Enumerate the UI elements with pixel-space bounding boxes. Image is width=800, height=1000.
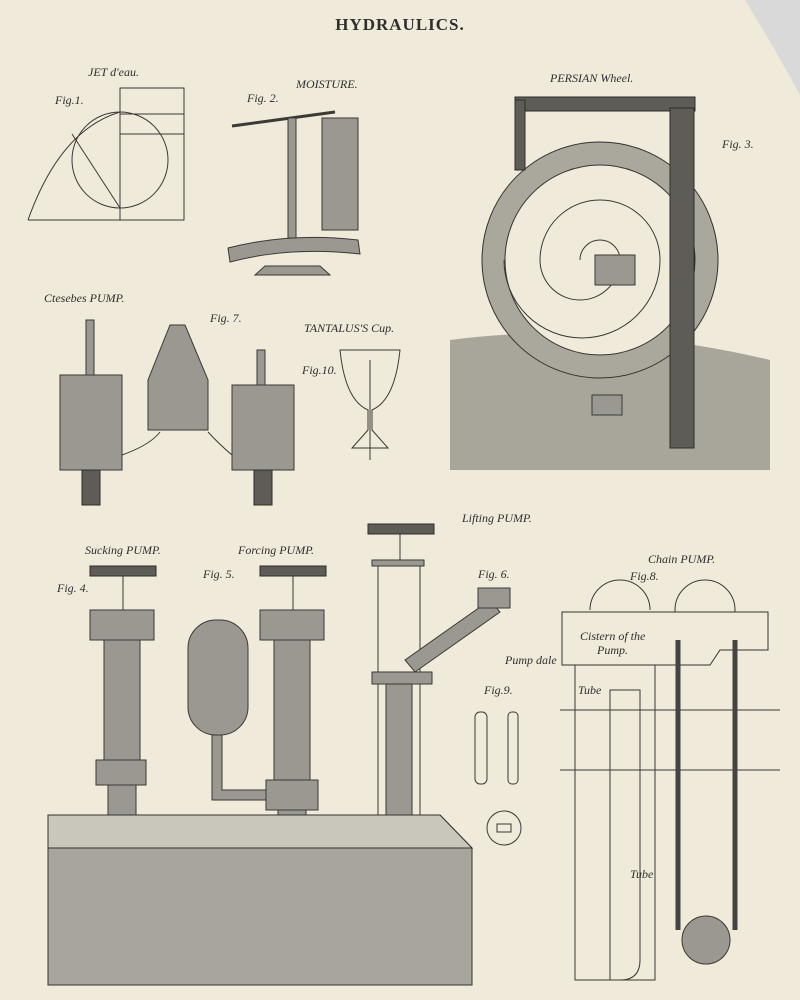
moisture-fig-label: Fig. 2. (246, 91, 279, 105)
tantalus-title: TANTALUS'S Cup. (304, 321, 394, 335)
forcing-title: Forcing PUMP. (237, 543, 314, 557)
lifting-fig-label: Fig. 6. (477, 567, 510, 581)
fig-forcing-pump: Forcing PUMP. Fig. 5. (187, 543, 327, 856)
chain-title: Chain PUMP. (648, 552, 715, 566)
fig-sucking-pump: Sucking PUMP. Fig. 4. (56, 543, 161, 856)
pump-dale-label: Pump dale (504, 653, 557, 667)
fig-ctesebes-pump: Ctesebes PUMP. Fig. 7. (44, 291, 295, 506)
tube-label-bottom: Tube (630, 867, 654, 881)
lifting-title: Lifting PUMP. (461, 511, 532, 525)
tube-label-top: Tube (578, 683, 602, 697)
chain-fig-label: Fig.8. (629, 569, 659, 583)
persian-fig-label: Fig. 3. (721, 137, 754, 151)
cistern-label: Cistern of the (580, 629, 646, 643)
jet-title: JET d'eau. (88, 65, 139, 79)
sucking-fig-label: Fig. 4. (56, 581, 89, 595)
jet-fig-label: Fig.1. (54, 93, 84, 107)
forcing-fig-label: Fig. 5. (202, 567, 235, 581)
plate-title: HYDRAULICS. (335, 15, 465, 34)
ctesebes-title: Ctesebes PUMP. (44, 291, 124, 305)
tantalus-fig-label: Fig.10. (301, 363, 337, 377)
fig9-label: Fig.9. (483, 683, 513, 697)
cistern-label-2: Pump. (596, 643, 628, 657)
persian-title: PERSIAN Wheel. (549, 71, 633, 85)
fig-chain-pump: Chain PUMP. Fig.8. Pump dale Cistern of … (504, 552, 780, 981)
ctesebes-fig-label: Fig. 7. (209, 311, 242, 325)
fig-persian-wheel: PERSIAN Wheel. Fig. 3. (450, 71, 770, 470)
page-curl (745, 0, 800, 95)
fig-tantalus-cup: TANTALUS'S Cup. Fig.10. (301, 321, 401, 460)
moisture-title: MOISTURE. (295, 77, 358, 91)
fig-lifting-pump: Lifting PUMP. Fig. 6. (367, 511, 532, 861)
cistern (47, 814, 474, 986)
fig-moisture: MOISTURE. Fig. 2. (227, 77, 361, 276)
fig-jet-deau: JET d'eau. Fig.1. (27, 65, 185, 221)
sucking-title: Sucking PUMP. (85, 543, 161, 557)
fig-9: Fig.9. (474, 683, 522, 846)
